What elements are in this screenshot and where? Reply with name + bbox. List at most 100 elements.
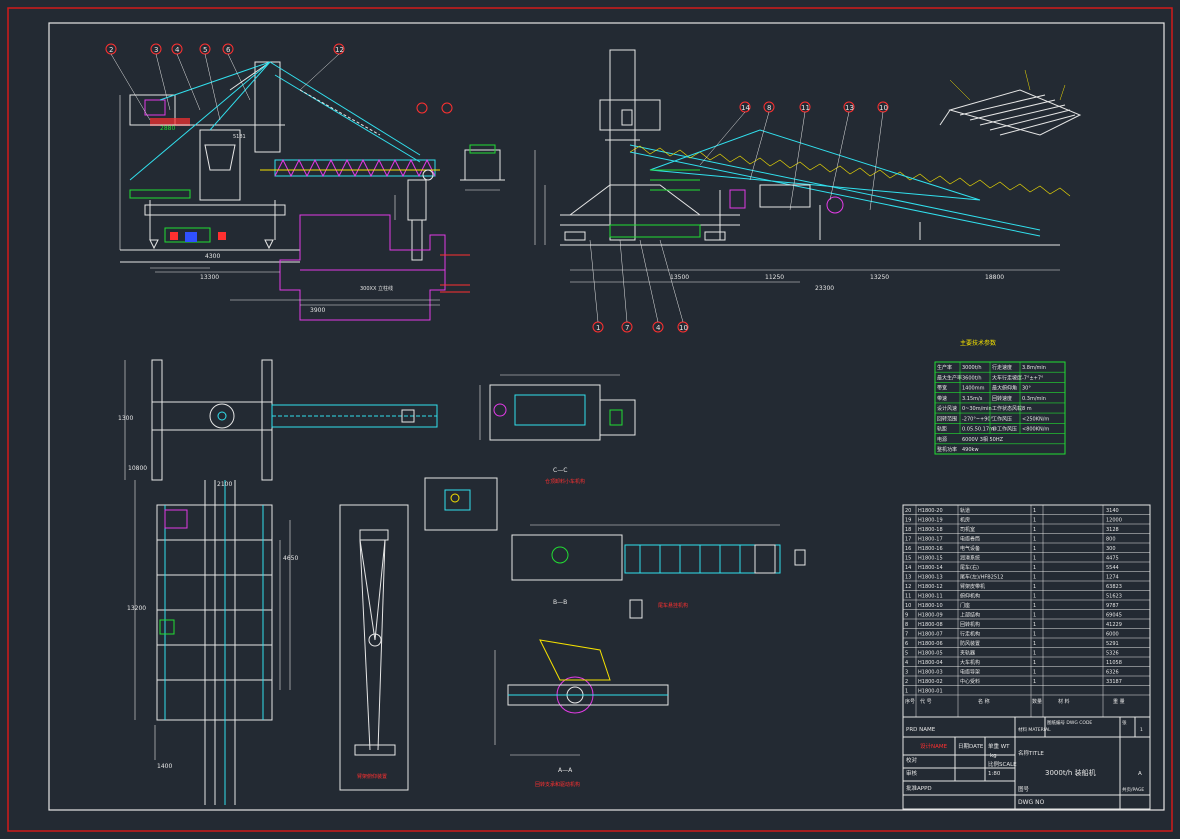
- parts-cell: 臂架皮带机: [960, 583, 985, 590]
- spec-cell: 0.05.50.17m: [962, 427, 994, 433]
- parts-cell: 16: [905, 546, 911, 552]
- parts-cell: 7: [905, 632, 908, 638]
- section-b-b: B—B 尾车悬挂机构: [511, 524, 806, 619]
- parts-cell: 9787: [1106, 603, 1119, 609]
- balloon-label: 14: [741, 104, 750, 112]
- front-dim-label: 23300: [815, 285, 834, 292]
- section-aa-caption: 回转支承和驱动机构: [535, 781, 580, 788]
- parts-cell: H1800-20: [918, 508, 943, 514]
- parts-cell: 4475: [1106, 556, 1119, 562]
- parts-cell: H1800-18: [918, 527, 943, 533]
- title-dwg-code: 图纸编号 DWG CODE: [1047, 719, 1092, 726]
- spec-cell: -7°±+7°: [1022, 375, 1044, 381]
- parts-cell: 12: [905, 584, 911, 590]
- parts-cell: 1: [1033, 584, 1036, 590]
- balloon-label: 10: [679, 324, 688, 332]
- parts-cell: 1: [1033, 556, 1036, 562]
- spec-cell: 最大生产率: [937, 374, 962, 381]
- small-detail-box: [424, 477, 498, 531]
- parts-cell: 6000: [1106, 632, 1119, 638]
- parts-cell: 8: [905, 622, 908, 628]
- parts-cell: 5291: [1106, 641, 1119, 647]
- front-dim-label: 11250: [765, 274, 784, 281]
- front-dim-label: 13500: [670, 274, 689, 281]
- hopper-detail-view: [460, 144, 505, 191]
- parts-cell: H1800-02: [918, 679, 943, 685]
- pier-caption: 臂架俯仰装置: [357, 773, 387, 780]
- parts-cell: 63823: [1106, 584, 1122, 590]
- balloon-label: 2: [109, 46, 113, 54]
- side-elevation-view: [119, 61, 470, 321]
- inner-frame: [48, 22, 1165, 811]
- side-dim-label: 4300: [205, 253, 220, 260]
- title-scale: 比例SCALE: [988, 760, 1017, 768]
- parts-cell: 5544: [1106, 565, 1119, 571]
- front-dim-label: 18800: [985, 274, 1004, 281]
- parts-cell: 10: [905, 603, 911, 609]
- parts-cell: H1800-09: [918, 613, 943, 619]
- spec-cell: 回转范围: [937, 415, 957, 422]
- section-bb-title: B—B: [553, 599, 567, 606]
- parts-cell: 15: [905, 556, 911, 562]
- parts-cell: 俯仰机构: [960, 593, 980, 600]
- parts-cell: H1800-03: [918, 670, 943, 676]
- parts-header-cell: 代 号: [920, 698, 932, 705]
- parts-cell: 电缆导架: [960, 669, 980, 676]
- parts-cell: 11058: [1106, 660, 1122, 666]
- spec-cell: 3.15m/s: [962, 396, 983, 402]
- parts-cell: 电气设备: [960, 545, 980, 552]
- title-page-label: 共页/PAGE: [1122, 786, 1144, 793]
- parts-cell: H1800-04: [918, 660, 943, 666]
- spec-cell: 非工作风压: [992, 426, 1017, 433]
- parts-cell: H1800-19: [918, 518, 943, 524]
- parts-cell: 1: [1033, 527, 1036, 533]
- spec-cell: 3.8m/min: [1022, 365, 1046, 371]
- parts-cell: 1: [1033, 603, 1036, 609]
- parts-cell: 33187: [1106, 679, 1122, 685]
- balloon-label: 3: [154, 46, 158, 54]
- spec-cell: 8 m: [1022, 406, 1032, 412]
- parts-cell: 19: [905, 518, 911, 524]
- title-designer: 设计NAME: [920, 742, 948, 750]
- title-approve: 批准APPD: [906, 784, 932, 792]
- parts-cell: 机房: [960, 517, 970, 524]
- balloon-label: 5: [203, 46, 207, 54]
- spec-cell: 6000V 3相 50HZ: [962, 436, 1004, 443]
- balloon-label: 10: [879, 104, 888, 112]
- spec-cell: 最大俯仰角: [992, 385, 1017, 392]
- spec-cell: 大车行走坡度: [992, 374, 1022, 381]
- parts-cell: 1: [1033, 622, 1036, 628]
- title-weight-val: kg: [990, 753, 997, 759]
- parts-cell: 4: [905, 660, 908, 666]
- section-c-c: C—C 仓顶卸料小车机构: [479, 374, 636, 485]
- parts-cell: H1800-10: [918, 603, 943, 609]
- spec-cell: 带宽: [937, 385, 947, 392]
- parts-cell: 回转机构: [960, 621, 980, 628]
- spec-cell: 整机功率: [937, 446, 957, 453]
- title-label: 名称TITLE: [1018, 749, 1044, 757]
- parts-cell: 尾车(左)/HFB2512: [960, 574, 1003, 581]
- spec-cell: 0.3m/min: [1022, 396, 1046, 402]
- side-dim-label: 5181: [233, 134, 246, 140]
- parts-cell: 门座: [960, 602, 970, 609]
- parts-cell: 5: [905, 651, 908, 657]
- parts-cell: 1: [1033, 575, 1036, 581]
- spec-cell: 工作状态风载: [992, 405, 1022, 412]
- balloon-label: 6: [226, 46, 231, 54]
- title-date: 日期DATE: [958, 743, 984, 750]
- title-audit: 审核: [906, 769, 918, 777]
- side-dim-label: 2880: [160, 125, 175, 132]
- plan-dim-label: 1300: [118, 415, 133, 422]
- parts-cell: H1800-17: [918, 537, 943, 543]
- parts-cell: 300: [1106, 546, 1116, 552]
- parts-cell: 20: [905, 508, 911, 514]
- front-dim-label: 13250: [870, 274, 889, 281]
- spec-cell: 工作风压: [992, 415, 1012, 422]
- spec-cell: 490kw: [962, 447, 979, 453]
- parts-cell: 行走机构: [960, 631, 980, 638]
- side-view-balloons: 2 3 4 5 6 12 2880 4300 13300 3900 300XX …: [105, 43, 453, 314]
- plan-dim-label: 13200: [127, 605, 146, 612]
- parts-cell: 电缆卷筒: [960, 536, 980, 543]
